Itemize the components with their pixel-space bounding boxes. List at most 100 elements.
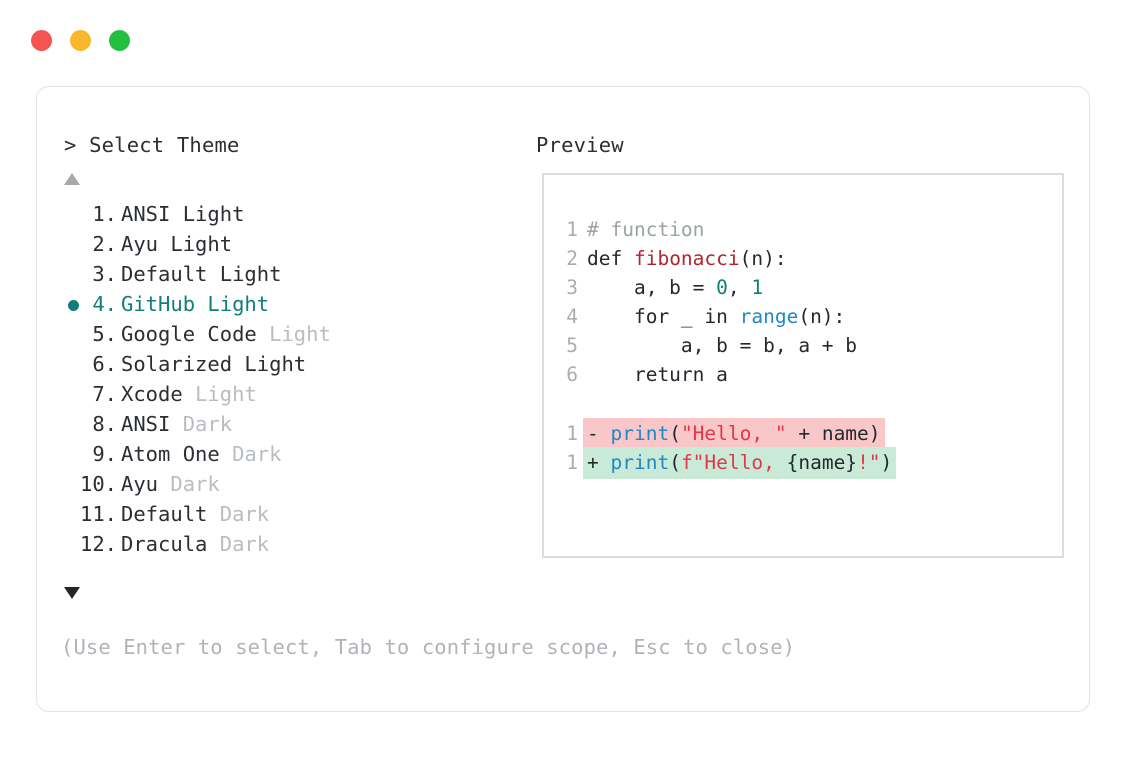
diff-sign: - — [587, 422, 611, 445]
code-token: # function — [587, 218, 705, 241]
diff-removed-line: - print("Hello, " + name) — [583, 418, 885, 450]
code-line: 4 for _ in range(n): — [566, 302, 1056, 331]
line-number: 5 — [566, 334, 578, 357]
code-line: 5 a, b = b, a + b — [566, 331, 1056, 360]
theme-picker-card: > Select Theme Preview 1. ANSI Light 2. … — [36, 86, 1090, 712]
theme-list-item[interactable]: 1. ANSI Light — [64, 199, 504, 229]
theme-list-item[interactable]: 3. Default Light — [64, 259, 504, 289]
theme-item-number: 3. — [80, 262, 130, 286]
theme-item-name: Default — [121, 502, 220, 526]
code-line: 1# function — [566, 215, 1056, 244]
code-token: return a — [587, 363, 728, 386]
theme-list-item[interactable]: 12. Dracula Dark — [64, 529, 504, 559]
code-token: fibonacci — [633, 247, 740, 270]
theme-item-name: ANSI — [121, 202, 183, 226]
selected-indicator-dot — [68, 300, 79, 311]
code-line: 6 return a — [566, 360, 1056, 389]
minimize-dot[interactable] — [70, 30, 91, 51]
theme-item-variant: Light — [244, 352, 307, 376]
line-number: 3 — [566, 276, 578, 299]
theme-item-name: Google Code — [121, 322, 270, 346]
code-token: a, b = — [587, 276, 717, 299]
triangle-up-icon[interactable] — [64, 173, 80, 185]
theme-item-name: Ayu — [121, 232, 171, 256]
code-token: range — [739, 305, 799, 328]
code-token: "Hello, " — [680, 422, 787, 445]
theme-item-variant: Light — [219, 262, 282, 286]
code-token: for _ in — [587, 305, 740, 328]
maximize-dot[interactable] — [109, 30, 130, 51]
theme-item-variant: Light — [170, 232, 233, 256]
window-traffic-lights — [31, 30, 130, 51]
theme-item-number: 10. — [80, 472, 130, 496]
code-token: 0 — [716, 276, 728, 299]
code-token: ( — [669, 451, 681, 474]
theme-list-item[interactable]: 5. Google Code Light — [64, 319, 504, 349]
theme-item-variant: Dark — [219, 502, 270, 526]
code-token: (n): — [739, 247, 787, 270]
theme-item-name: Ayu — [121, 472, 171, 496]
theme-list-item[interactable]: 6. Solarized Light — [64, 349, 504, 379]
diff-sign: + — [587, 451, 611, 474]
theme-item-variant: Light — [195, 382, 257, 406]
code-token: (n): — [798, 305, 846, 328]
theme-item-name: GitHub — [121, 292, 208, 316]
theme-item-variant: Dark — [219, 532, 270, 556]
code-token: 1 — [751, 276, 764, 299]
theme-item-number: 5. — [80, 322, 130, 346]
code-line: 2 def fibonacci(n): — [566, 244, 1056, 273]
diff-line: 1+ print(f"Hello, {name}!") — [566, 447, 1056, 479]
code-token: f"Hello, — [680, 451, 787, 474]
code-token: a, b = b, a + b — [587, 334, 858, 357]
code-token: !" — [857, 451, 881, 474]
code-token: ) — [880, 451, 893, 474]
theme-list-item[interactable]: 9. Atom One Dark — [64, 439, 504, 469]
line-number: 1 — [566, 451, 578, 474]
theme-item-number: 12. — [80, 532, 130, 556]
theme-item-variant: Light — [182, 202, 245, 226]
theme-item-variant: Light — [269, 322, 331, 346]
theme-item-variant: Dark — [232, 442, 282, 466]
theme-list-item[interactable]: 2. Ayu Light — [64, 229, 504, 259]
theme-item-name: ANSI — [121, 412, 183, 436]
theme-item-number: 6. — [80, 352, 130, 376]
theme-item-variant: Light — [207, 292, 270, 316]
theme-item-number: 4. — [80, 292, 130, 316]
theme-item-number: 7. — [80, 382, 130, 406]
code-token: {name} — [786, 451, 858, 474]
theme-item-name: Default — [121, 262, 220, 286]
theme-list-item[interactable]: 10. Ayu Dark — [64, 469, 504, 499]
keyboard-hint: (Use Enter to select, Tab to configure s… — [61, 635, 796, 659]
theme-list-item[interactable]: 7. Xcode Light — [64, 379, 504, 409]
theme-item-number: 11. — [80, 502, 130, 526]
line-number: 2 — [566, 247, 578, 270]
code-token: ( — [669, 422, 681, 445]
theme-list-item[interactable]: 11. Default Dark — [64, 499, 504, 529]
triangle-down-icon[interactable] — [64, 587, 80, 599]
theme-item-number: 2. — [80, 232, 130, 256]
theme-item-variant: Dark — [182, 412, 233, 436]
theme-item-variant: Dark — [170, 472, 220, 496]
diff-line: 1- print("Hello, " + name) — [566, 418, 1056, 450]
diff-added-line: + print(f"Hello, {name}!") — [583, 447, 897, 479]
theme-item-number: 8. — [80, 412, 130, 436]
line-number: 1 — [566, 422, 578, 445]
preview-header: Preview — [536, 133, 624, 157]
line-number: 6 — [566, 363, 578, 386]
page-title: > Select Theme — [64, 133, 240, 157]
code-token: , — [727, 276, 752, 299]
line-number: 4 — [566, 305, 578, 328]
theme-item-name: Atom One — [121, 442, 233, 466]
theme-item-name: Solarized — [121, 352, 245, 376]
code-token: def — [587, 247, 634, 270]
theme-item-name: Xcode — [121, 382, 196, 406]
theme-list-item[interactable]: 8. ANSI Dark — [64, 409, 504, 439]
theme-list-item[interactable]: 4. GitHub Light — [64, 289, 504, 319]
theme-item-number: 9. — [80, 442, 130, 466]
code-blank-line — [566, 389, 1056, 418]
theme-item-number: 1. — [80, 202, 130, 226]
theme-list: 1. ANSI Light 2. Ayu Light 3. Default Li… — [64, 199, 504, 559]
code-token: print — [610, 451, 670, 474]
close-dot[interactable] — [31, 30, 52, 51]
